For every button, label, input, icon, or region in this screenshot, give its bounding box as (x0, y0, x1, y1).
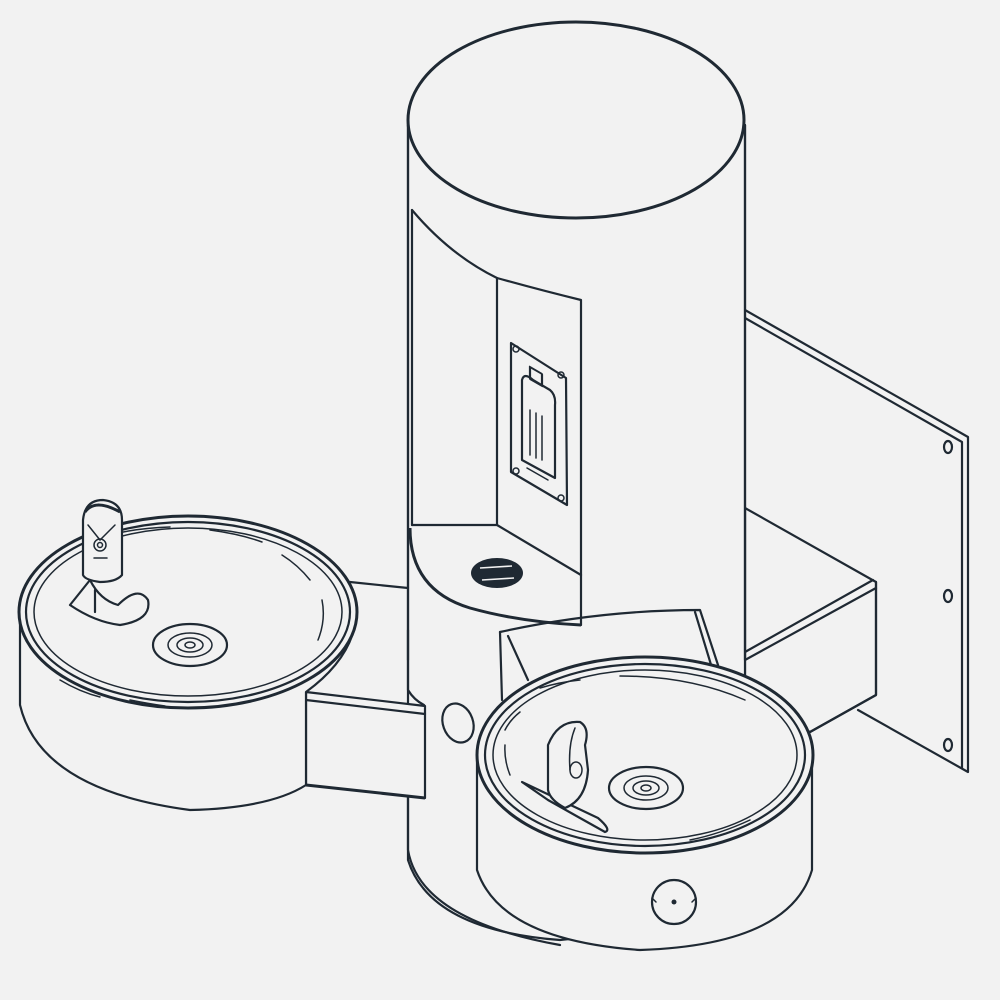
low-bowl (475, 655, 815, 952)
bottle-filler-drain (471, 558, 523, 588)
bottle-filler-sensor-plate (509, 341, 569, 507)
high-bowl-drain (151, 622, 229, 668)
push-button-icon (650, 878, 698, 926)
wall-mounting-plate (743, 308, 970, 774)
access-hole (441, 702, 475, 744)
bubbler-low-icon (520, 720, 609, 834)
high-bowl (17, 498, 359, 812)
low-bowl-drain (607, 765, 685, 811)
mounting-hole-icon (942, 588, 954, 604)
support-arm (743, 506, 878, 734)
bubbler-high-icon (68, 498, 150, 627)
mounting-hole-icon (942, 737, 954, 753)
mounting-hole-icon (942, 439, 954, 455)
